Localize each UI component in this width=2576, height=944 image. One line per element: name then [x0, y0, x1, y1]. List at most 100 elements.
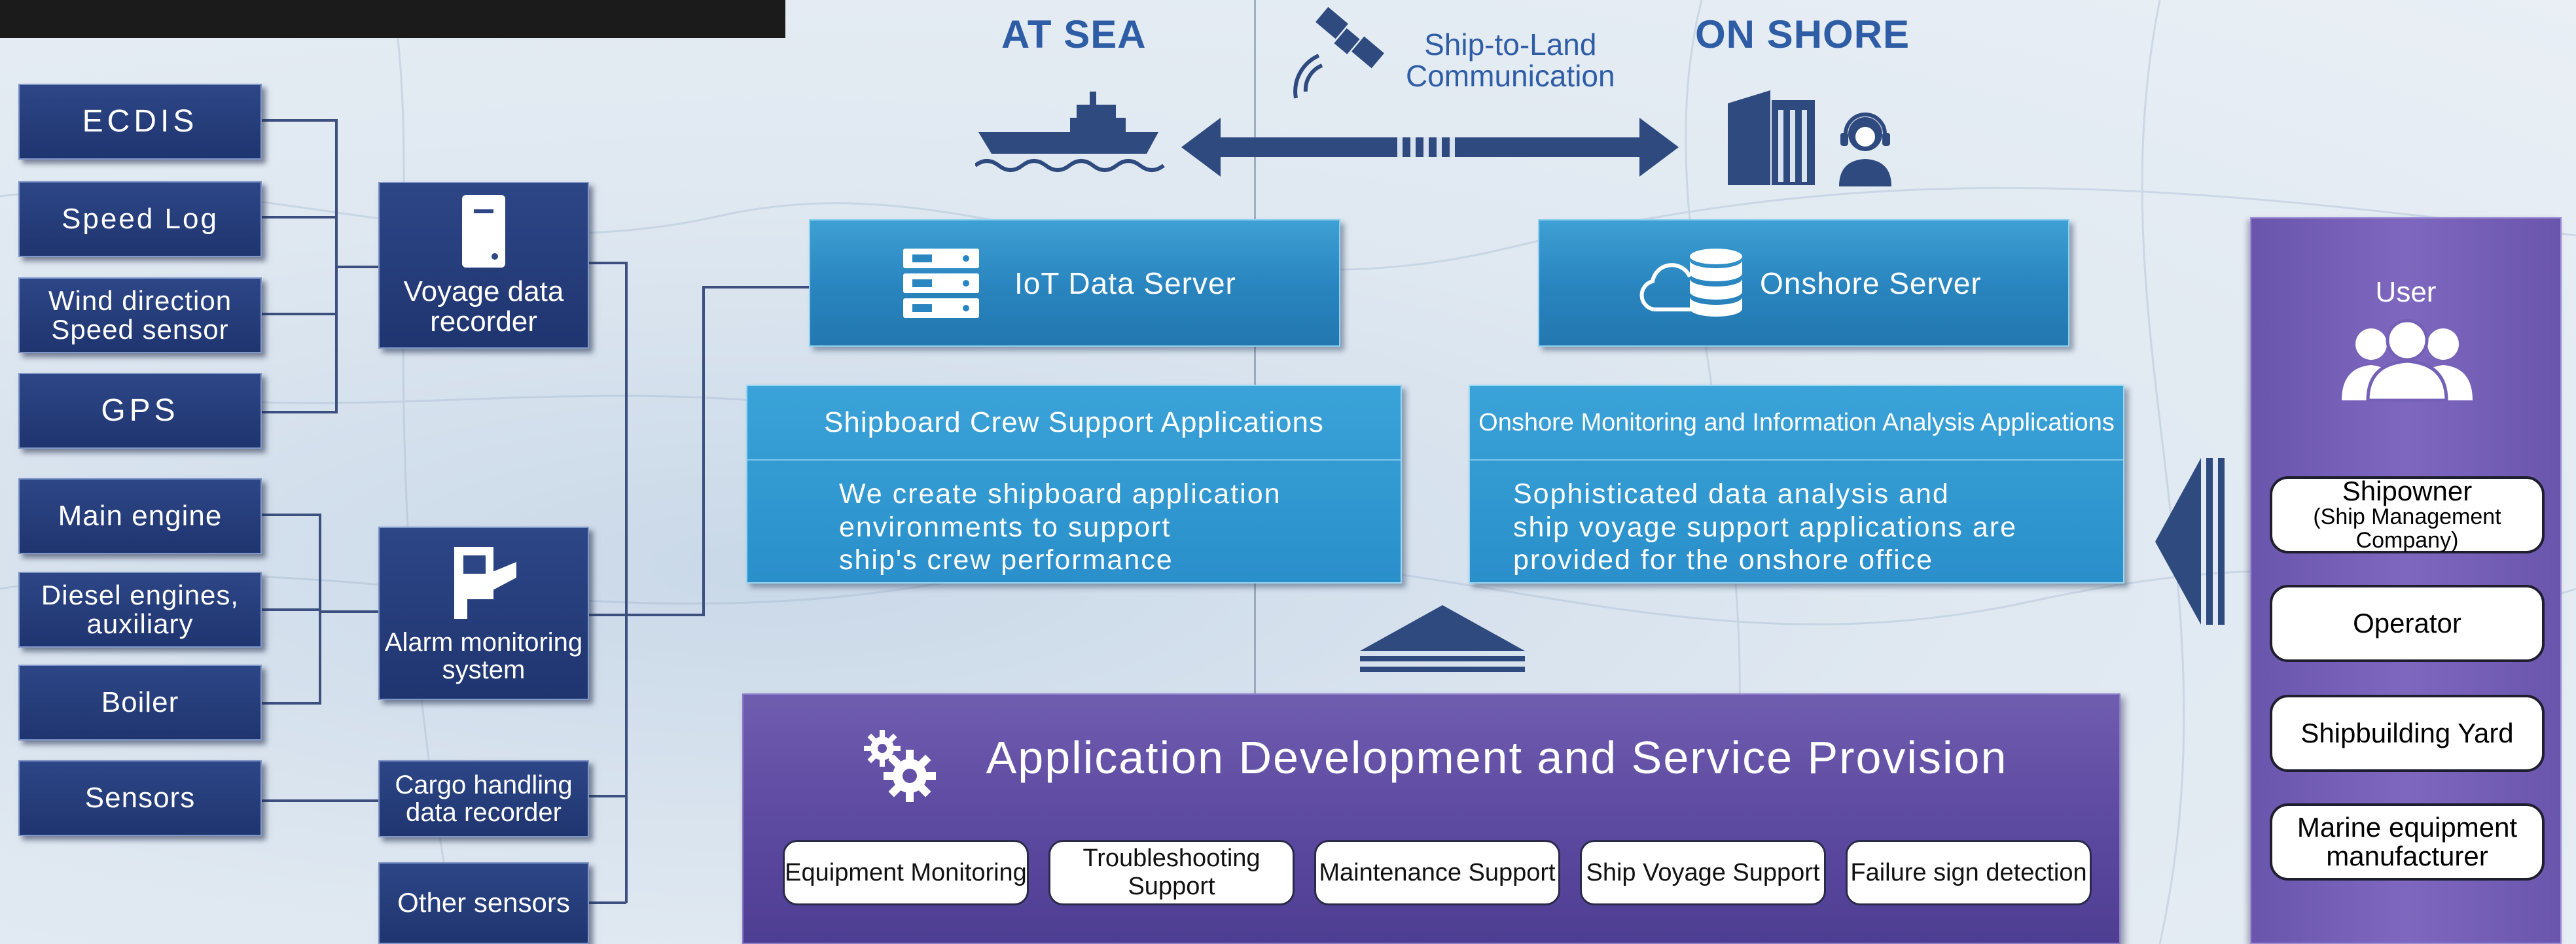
cargo-label-line2: data recorder — [406, 798, 562, 827]
shipboard-desc-line3: ship's crew performance — [839, 544, 1173, 576]
service-item-equipment-monitoring: Equipment Monitoring — [783, 840, 1029, 905]
connector — [262, 216, 337, 219]
connector — [319, 514, 321, 705]
console-icon — [454, 546, 516, 619]
alarm-label-line2: system — [442, 655, 526, 684]
left-arrow-icon — [2155, 458, 2225, 625]
user-shipbuilding-yard: Shipbuilding Yard — [2270, 695, 2545, 772]
shipboard-apps-box: Shipboard Crew Support Applications We c… — [746, 385, 1402, 584]
gps-label: GPS — [101, 393, 179, 428]
connector — [262, 702, 321, 705]
cargo-label-line1: Cargo handling — [395, 771, 573, 799]
service-item-label: Equipment Monitoring — [785, 858, 1027, 886]
connector — [262, 119, 337, 122]
server-rack-icon — [903, 248, 979, 318]
other-sensors-label: Other sensors — [397, 887, 570, 918]
users-group-icon — [2342, 319, 2473, 402]
shipboard-apps-title: Shipboard Crew Support Applications — [747, 386, 1401, 461]
shipowner-label: Shipowner — [2342, 476, 2473, 507]
speed-log-label: Speed Log — [62, 202, 219, 235]
connector — [589, 614, 704, 616]
comm-label-line2: Communication — [1406, 59, 1615, 94]
user-operator: Operator — [2270, 585, 2545, 662]
boiler-box: Boiler — [18, 665, 262, 741]
on-shore-title: ON SHORE — [1695, 12, 1910, 56]
onshore-apps-title: Onshore Monitoring and Information Analy… — [1470, 386, 2123, 461]
connector — [262, 411, 337, 413]
main-engine-box: Main engine — [18, 478, 262, 554]
user-panel: User Shipowner (Ship Management Company)… — [2250, 217, 2562, 944]
recorder-icon — [462, 194, 505, 268]
diesel-label-line2: auxiliary — [86, 608, 194, 639]
service-item-voyage: Ship Voyage Support — [1580, 840, 1826, 905]
vdr-label-line1: Voyage data — [403, 275, 564, 307]
connector — [262, 799, 380, 802]
iot-data-server-box: IoT Data Server — [809, 219, 1340, 347]
diesel-label-line1: Diesel engines, — [41, 579, 240, 610]
ecdis-label: ECDIS — [82, 103, 198, 139]
ship-to-land-arrow — [1181, 118, 1679, 177]
other-sensors-box: Other sensors — [378, 862, 589, 944]
connector — [589, 795, 626, 797]
gears-icon — [864, 730, 936, 802]
yard-label: Shipbuilding Yard — [2300, 717, 2514, 748]
building-icon — [1728, 90, 1815, 185]
marine-label-line2: manufacturer — [2326, 841, 2488, 871]
wind-label-line1: Wind direction — [48, 285, 232, 316]
connector — [702, 286, 810, 288]
user-marine-equipment-manufacturer: Marine equipment manufacturer — [2270, 803, 2545, 881]
onshore-desc-line1: Sophisticated data analysis and — [1513, 478, 1950, 510]
user-shipowner: Shipowner (Ship Management Company) — [2270, 476, 2545, 553]
shipboard-apps-desc: We create shipboard application environm… — [747, 461, 1401, 577]
service-provision-box: Application Development and Service Prov… — [742, 693, 2120, 944]
connector — [589, 262, 626, 264]
service-item-label: Failure sign detection — [1850, 858, 2087, 886]
connector — [625, 262, 628, 903]
service-item-label: Troubleshooting Support — [1082, 845, 1261, 900]
comm-label: Ship-to-Land Communication — [1406, 29, 1615, 92]
top-black-bar — [0, 0, 785, 38]
marine-label-line1: Marine equipment — [2297, 811, 2518, 843]
shipboard-desc-line2: environments to support — [839, 511, 1172, 543]
connector — [319, 610, 380, 613]
shipboard-desc-line1: We create shipboard application — [839, 478, 1281, 510]
vdr-label-line2: recorder — [430, 306, 537, 338]
ship-icon — [975, 92, 1165, 172]
sensors-box: Sensors — [18, 760, 262, 836]
comm-label-line1: Ship-to-Land — [1424, 27, 1597, 61]
onshore-desc-line2: ship voyage support applications are — [1513, 511, 2017, 543]
ecdis-box: ECDIS — [18, 84, 262, 160]
shipowner-sub-label: (Ship Management Company) — [2313, 504, 2501, 553]
onshore-apps-box: Onshore Monitoring and Information Analy… — [1469, 385, 2124, 584]
iot-server-label: IoT Data Server — [1014, 266, 1236, 300]
satellite-icon — [1293, 7, 1384, 99]
service-item-maintenance: Maintenance Support — [1314, 840, 1560, 905]
cargo-handling-box: Cargo handling data recorder — [378, 760, 589, 837]
connector — [262, 608, 321, 611]
alarm-monitoring-box: Alarm monitoring system — [378, 527, 589, 700]
operator-label: Operator — [2353, 607, 2461, 638]
connector — [262, 313, 337, 315]
sensors-label: Sensors — [84, 781, 196, 814]
connector — [702, 286, 705, 616]
alarm-label-line1: Alarm monitoring — [384, 627, 583, 657]
cloud-database-icon — [1639, 248, 1742, 317]
wind-sensor-box: Wind direction Speed sensor — [18, 277, 262, 353]
speed-log-box: Speed Log — [18, 181, 262, 257]
onshore-apps-desc: Sophisticated data analysis and ship voy… — [1470, 461, 2123, 577]
operator-headset-icon — [1839, 113, 1891, 186]
at-sea-title: AT SEA — [1001, 12, 1147, 56]
onshore-server-label: Onshore Server — [1760, 266, 1982, 300]
connector — [335, 266, 380, 268]
wind-label-line2: Speed sensor — [51, 314, 229, 345]
service-item-label: Maintenance Support — [1319, 858, 1556, 886]
main-engine-label: Main engine — [58, 499, 223, 532]
service-item-failure-sign: Failure sign detection — [1846, 840, 2092, 905]
service-title: Application Development and Service Prov… — [986, 732, 2008, 783]
service-item-label: Ship Voyage Support — [1586, 858, 1820, 886]
onshore-desc-line3: provided for the onshore office — [1513, 544, 1934, 576]
service-item-troubleshooting: Troubleshooting Support — [1048, 840, 1295, 905]
connector — [262, 514, 321, 516]
up-arrow-icon — [1360, 605, 1525, 672]
